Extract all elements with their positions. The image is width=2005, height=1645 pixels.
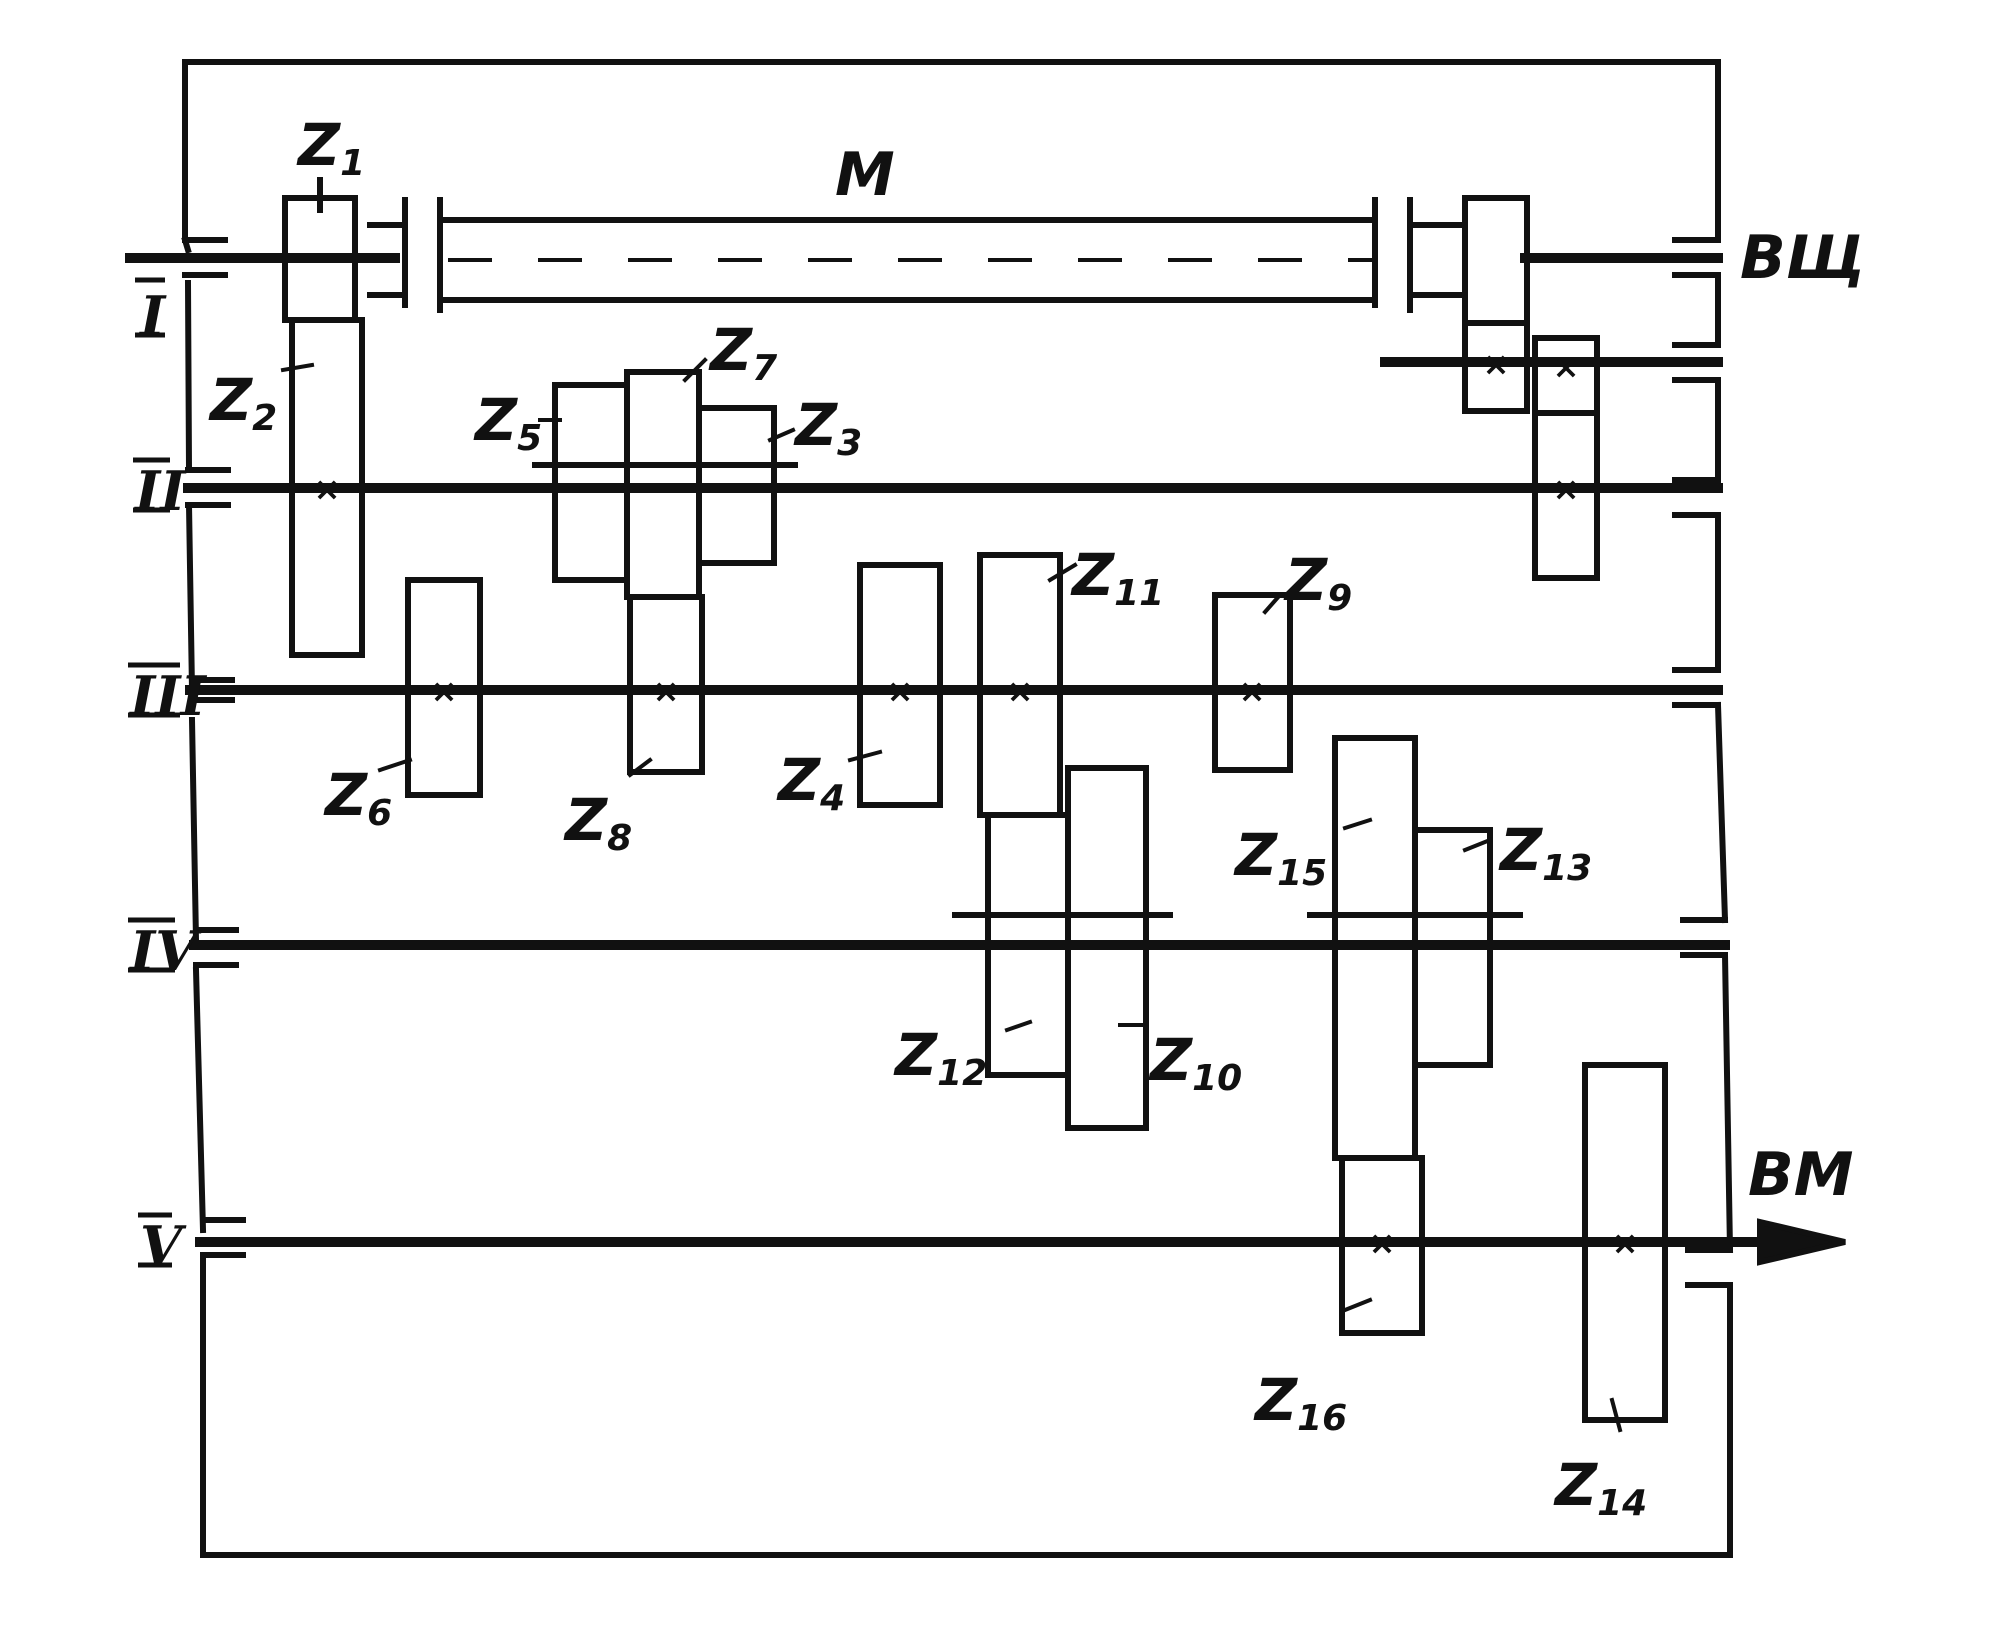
fixed-mark: × bbox=[1483, 345, 1510, 383]
gear-label-z6: Z6 bbox=[323, 761, 392, 834]
fixed-mark: × bbox=[653, 672, 680, 710]
fixed-mark: × bbox=[1553, 348, 1580, 386]
gear-label-z10: Z10 bbox=[1148, 1026, 1242, 1099]
output-arrow bbox=[1757, 1218, 1846, 1266]
gear-label-z12: Z12 bbox=[893, 1021, 987, 1094]
gear-label-z15: Z15 bbox=[1233, 821, 1327, 894]
spindle-gear-upper bbox=[1462, 195, 1530, 326]
bearings-right bbox=[1672, 237, 1733, 1288]
fixed-mark: × bbox=[1007, 672, 1034, 710]
gear-z9 bbox=[1212, 592, 1293, 773]
housing-wall bbox=[181, 59, 1734, 1558]
gear-z10 bbox=[1065, 765, 1149, 1131]
gear-z13 bbox=[1412, 827, 1493, 1068]
motor-label: M bbox=[835, 140, 895, 210]
fixed-mark: × bbox=[887, 672, 914, 710]
fixed-mark: × bbox=[1612, 1224, 1639, 1262]
gear-label-z13: Z13 bbox=[1498, 816, 1592, 889]
gear-z3 bbox=[696, 405, 777, 566]
leader-lines bbox=[280, 357, 1623, 1433]
fixed-mark: × bbox=[431, 672, 458, 710]
gear-z8 bbox=[627, 594, 705, 775]
spindle-gear-mid bbox=[1462, 320, 1530, 414]
fixed-mark: × bbox=[314, 470, 341, 508]
spindle-label: ВЩ bbox=[1740, 223, 1865, 293]
shaft-label-II: II bbox=[133, 459, 187, 523]
bearings-left bbox=[182, 237, 246, 1258]
shaft-label-overlines bbox=[128, 277, 180, 1268]
shaft-label-IV: IV bbox=[128, 919, 202, 983]
gear-label-z11: Z11 bbox=[1070, 541, 1164, 614]
shaft-label-III: III bbox=[128, 664, 208, 728]
fixed-mark: × bbox=[1369, 1224, 1396, 1262]
gear-label-z14: Z14 bbox=[1553, 1451, 1647, 1524]
output-label: ВМ bbox=[1748, 1140, 1853, 1210]
gear-label-z5: Z5 bbox=[473, 386, 542, 459]
gear-z6 bbox=[405, 577, 483, 798]
gear-label-z8: Z8 bbox=[563, 786, 632, 859]
spindle-gear-lower bbox=[1532, 410, 1600, 581]
gear-z2 bbox=[289, 317, 365, 658]
gear-z16 bbox=[1339, 1155, 1425, 1336]
fixed-mark: × bbox=[1239, 672, 1266, 710]
gear-label-z9: Z9 bbox=[1283, 546, 1352, 619]
gear-z14 bbox=[1582, 1062, 1668, 1423]
gear-z5 bbox=[552, 382, 630, 583]
motor-tube bbox=[437, 217, 1378, 303]
coupling-left bbox=[367, 197, 443, 313]
shaft-label-I: I bbox=[138, 284, 167, 348]
coupling-right bbox=[1372, 197, 1468, 313]
gear-label-z2: Z2 bbox=[208, 366, 277, 439]
gear-label-z16: Z16 bbox=[1253, 1366, 1347, 1439]
gear-label-z1: Z1 bbox=[296, 111, 365, 184]
gear-z4 bbox=[857, 562, 943, 808]
fixed-mark: × bbox=[1553, 470, 1580, 508]
gear-label-z3: Z3 bbox=[793, 391, 862, 464]
gear-label-z7: Z7 bbox=[708, 316, 777, 389]
gear-label-z4: Z4 bbox=[776, 746, 845, 819]
shaft-label-V: V bbox=[140, 1214, 187, 1278]
